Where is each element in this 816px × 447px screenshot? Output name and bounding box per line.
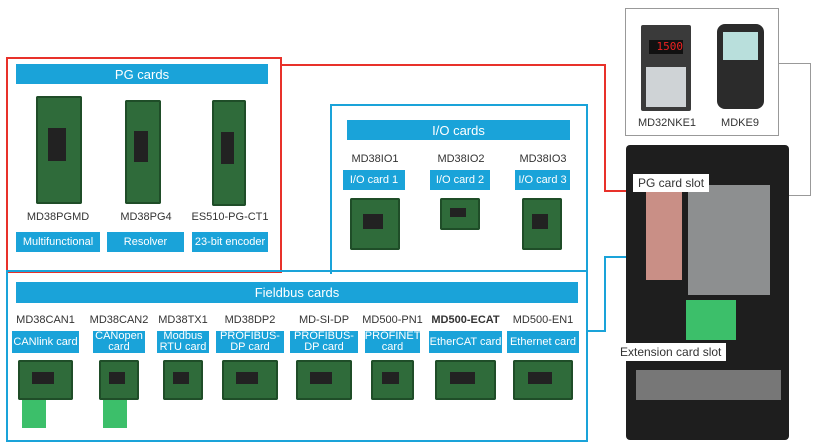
fieldbus-card-image	[371, 360, 414, 400]
fieldbus-cards-title: Fieldbus cards	[16, 282, 578, 303]
fieldbus-cards-group	[6, 270, 588, 442]
drive-panel	[688, 185, 770, 295]
card-model: MD38IO1	[351, 153, 399, 165]
card-type: Modbus RTU card	[157, 331, 209, 353]
fieldbus-card-image	[222, 360, 278, 400]
fieldbus-connector-line-h2	[604, 256, 628, 258]
keypad-model: MDKE9	[721, 117, 759, 129]
card-model: MD38IO2	[437, 153, 485, 165]
pg-connector-line-h2	[604, 190, 632, 192]
connector-plug	[22, 400, 46, 428]
io-card-image	[522, 198, 562, 250]
fieldbus-connector-line-v	[604, 256, 606, 332]
card-type: 23-bit encoder	[192, 232, 268, 252]
io-cards-group	[330, 104, 588, 274]
fieldbus-card-image	[513, 360, 573, 400]
card-type: I/O card 1	[343, 170, 405, 190]
keypad-model: MD32NKE1	[637, 117, 697, 129]
pg-card-image	[212, 100, 246, 206]
terminal-block	[686, 300, 736, 340]
keypad-md32nke1-image: 1500	[641, 25, 691, 111]
fieldbus-card-image	[18, 360, 73, 400]
extension-card-slot-label: Extension card slot	[615, 343, 727, 361]
card-model: MD38CAN1	[16, 314, 75, 326]
card-type: PROFINET card	[364, 330, 421, 353]
card-model: MD38IO3	[519, 153, 567, 165]
card-model: MD38DP2	[224, 314, 276, 326]
fieldbus-card-image	[296, 360, 352, 400]
card-model: ES510-PG-CT1	[191, 211, 269, 223]
keypad-connector-line-h2	[780, 195, 811, 196]
keypad-group	[625, 8, 779, 136]
card-model: MD38PGMD	[26, 211, 90, 223]
card-type: Resolver	[107, 232, 184, 252]
pg-cards-title: PG cards	[16, 64, 268, 84]
keypad-connector-line	[778, 63, 811, 64]
connector-plug	[103, 400, 127, 428]
card-type: CANopen card	[93, 331, 145, 353]
fieldbus-card-image	[163, 360, 203, 400]
pg-connector-line-v	[604, 64, 606, 192]
fieldbus-connector-line	[586, 330, 605, 332]
pg-slot-area	[646, 190, 682, 280]
card-type: I/O card 2	[430, 170, 490, 190]
card-type: PROFIBUS-DP card	[216, 331, 284, 353]
card-model: MD38PG4	[120, 211, 172, 223]
io-card-image	[440, 198, 480, 230]
pg-connector-line	[280, 64, 605, 66]
pg-card-image	[36, 96, 82, 204]
pg-card-slot-label: PG card slot	[633, 174, 710, 192]
keypad-lcd	[723, 32, 758, 60]
card-model: MD38TX1	[158, 314, 208, 326]
io-card-image	[350, 198, 400, 250]
pg-card-image	[125, 100, 161, 204]
card-model: MD500-ECAT	[431, 314, 500, 326]
io-cards-title: I/O cards	[347, 120, 570, 140]
card-model: MD38CAN2	[89, 314, 149, 326]
keypad-connector-line-v	[810, 63, 811, 196]
drive-image	[626, 145, 789, 440]
power-terminals	[636, 370, 781, 400]
card-model: MD500-EN1	[512, 314, 574, 326]
card-type: Ethernet card	[507, 331, 579, 353]
fieldbus-card-image	[435, 360, 496, 400]
card-type: PROFIBUS-DP card	[290, 331, 358, 353]
card-type: CANlink card	[12, 331, 79, 353]
card-model: MD-SI-DP	[298, 314, 350, 326]
keypad-mdke9-image	[717, 24, 764, 109]
card-model: MD500-PN1	[362, 314, 423, 326]
card-type: EtherCAT card	[429, 331, 502, 353]
keypad-display: 1500	[649, 40, 683, 54]
keypad-buttons	[646, 67, 686, 107]
fieldbus-card-image	[99, 360, 139, 400]
card-type: I/O card 3	[515, 170, 570, 190]
pg-cards-group	[6, 57, 282, 273]
card-type: Multifunctional	[16, 232, 100, 252]
